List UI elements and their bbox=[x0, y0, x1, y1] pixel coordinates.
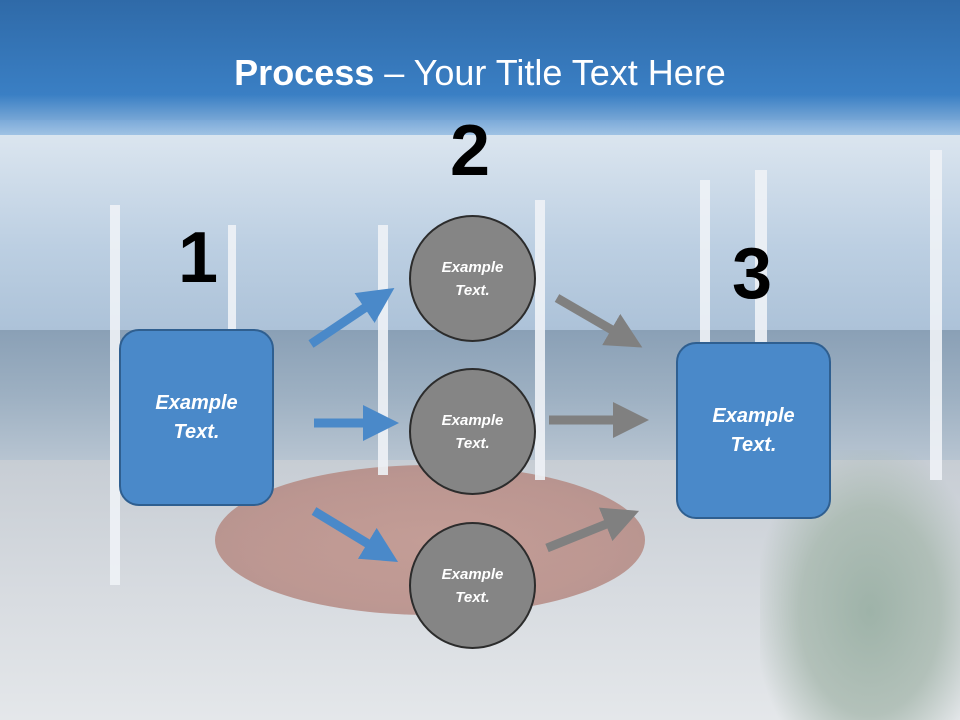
window-frame bbox=[700, 180, 710, 480]
step-number-1: 1 bbox=[178, 218, 219, 298]
circle-top-line1: Example bbox=[441, 258, 504, 276]
step1-box-line1: Example bbox=[155, 391, 238, 414]
arrow-box1-to-circle-bot bbox=[311, 507, 399, 563]
window-frame bbox=[110, 205, 120, 585]
step3-box-line1: Example bbox=[712, 404, 795, 427]
circle-mid-line2: Text. bbox=[455, 434, 490, 452]
title-bar bbox=[0, 0, 960, 135]
title-rest: – Your Title Text Here bbox=[374, 52, 726, 93]
window-frame bbox=[378, 225, 388, 475]
slide-title: Process – Your Title Text Here bbox=[0, 52, 960, 94]
circle-bot-line1: Example bbox=[441, 565, 504, 583]
step3-box-line2: Text. bbox=[730, 433, 777, 456]
circle-bot-line2: Text. bbox=[455, 588, 490, 606]
step-number-3: 3 bbox=[732, 234, 773, 314]
title-bold: Process bbox=[234, 52, 375, 93]
step1-box-line2: Text. bbox=[173, 420, 220, 443]
arrow-circle-bot-to-box3 bbox=[545, 507, 640, 553]
arrow-box1-to-circle-top bbox=[308, 287, 395, 348]
circle-top-line2: Text. bbox=[455, 281, 490, 299]
window-frame bbox=[930, 150, 942, 480]
arrow-circle-top-to-box3 bbox=[554, 294, 643, 348]
window-frame bbox=[535, 200, 545, 480]
step-number-2: 2 bbox=[450, 111, 491, 191]
circle-mid-line1: Example bbox=[441, 411, 504, 429]
